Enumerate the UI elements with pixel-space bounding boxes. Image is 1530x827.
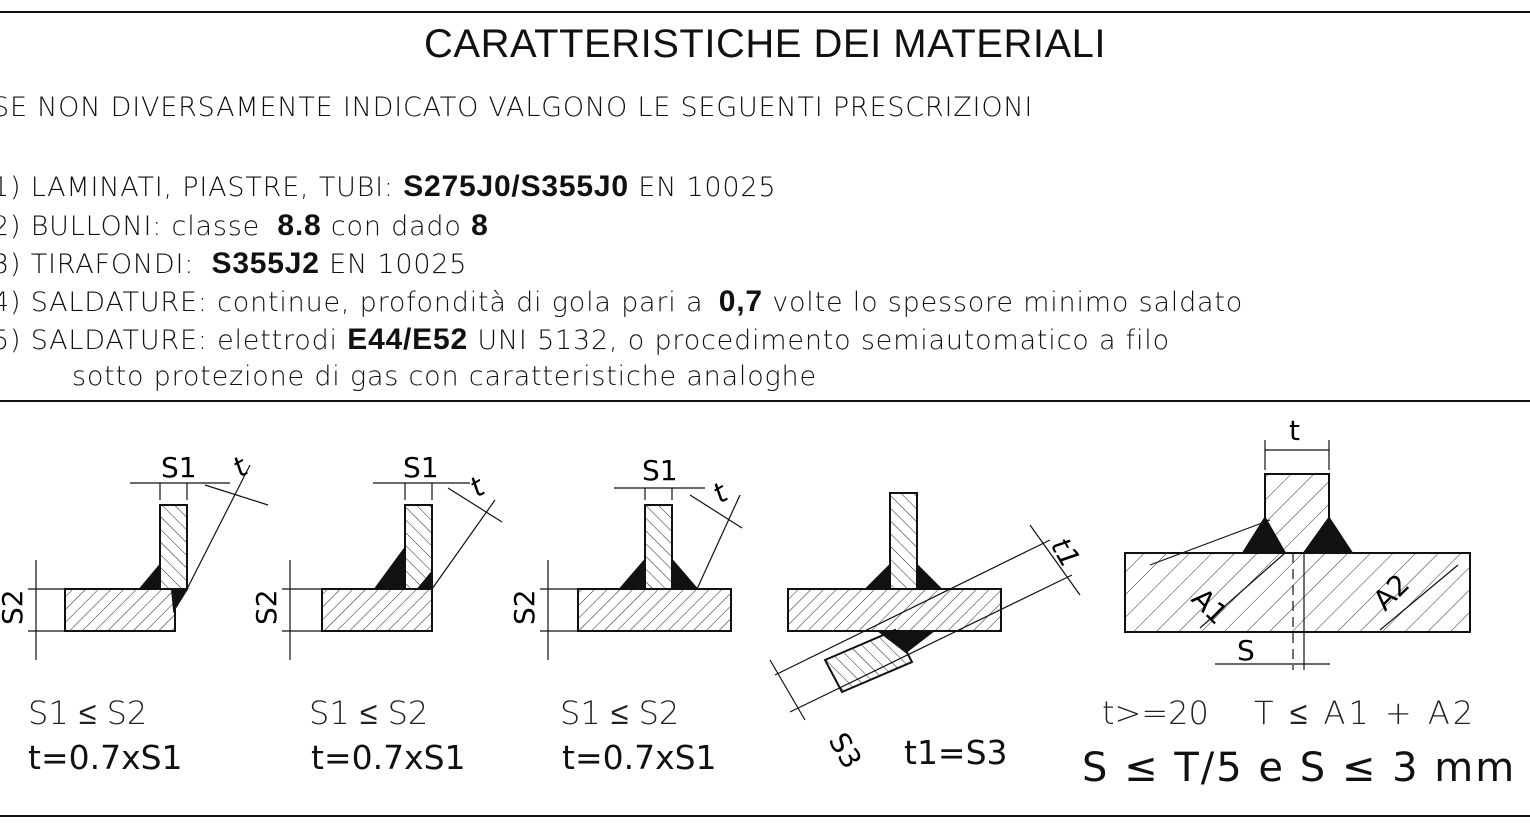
item-5-continuation: sotto protezione di gas con caratteristi…	[72, 361, 817, 392]
item-5-text: SALDATURE: elettrodi	[30, 325, 338, 356]
item-2-text-b: con dado	[330, 211, 462, 242]
item-2-num: 2)	[0, 211, 22, 242]
bottom-border	[0, 815, 1530, 817]
detail-4-formula: t1=S3	[904, 733, 1008, 772]
item-5-electrodes: E44/E52	[347, 323, 468, 356]
intro-text: SE NON DIVERSAMENTE INDICATO VALGONO LE …	[0, 92, 1034, 123]
detail-4	[769, 492, 1081, 721]
detail-3-rule: S1 ≤ S2	[560, 694, 680, 732]
item-5-text-b: UNI 5132, o procedimento semiautomatico …	[477, 325, 1170, 356]
detail-5-s: S	[1237, 634, 1255, 667]
item-4-num: 4)	[0, 287, 22, 318]
detail-5-weld-right	[1302, 516, 1354, 554]
item-4: 4) SALDATURE: continue, profondità di go…	[0, 285, 1243, 319]
detail-1-t: t	[227, 449, 254, 484]
detail-1	[28, 464, 269, 660]
detail-4-weld-bottom	[877, 631, 935, 654]
detail-3-plate	[577, 588, 732, 632]
detail-4-weld-right	[916, 562, 944, 590]
item-1-spec: S275J0/S355J0	[403, 170, 629, 203]
detail-5-weld-left	[1241, 516, 1287, 554]
section-divider	[0, 400, 1530, 402]
item-1-num: 1)	[0, 172, 22, 203]
item-3: 3) TIRAFONDI: S355J2 EN 10025	[0, 247, 467, 281]
item-4-factor: 0,7	[718, 285, 763, 318]
detail-5-rule-b: T ≤ A1 + A2	[1254, 694, 1477, 732]
item-3-spec: S355J2	[211, 247, 320, 280]
item-2-nut: 8	[471, 209, 489, 242]
detail-5-plate	[1124, 552, 1471, 633]
detail-1-rule: S1 ≤ S2	[28, 694, 148, 732]
detail-1-s2: S2	[0, 589, 29, 625]
item-3-norm: EN 10025	[329, 249, 468, 280]
item-2-text: BULLONI: classe	[30, 211, 260, 242]
item-3-text: TIRAFONDI:	[30, 249, 195, 280]
detail-1-s1: S1	[161, 451, 197, 484]
detail-2-weld-b	[415, 569, 433, 590]
item-4-text: SALDATURE: continue, profondità di gola …	[30, 287, 704, 318]
item-5-num: 5)	[0, 325, 22, 356]
detail-2-weld	[373, 544, 406, 590]
item-1-text: LAMINATI, PIASTRE, TUBI:	[30, 172, 394, 203]
detail-2	[282, 482, 503, 660]
detail-3-weld-left	[617, 557, 646, 590]
detail-5	[1124, 440, 1471, 670]
detail-1-formula: t=0.7xS1	[28, 738, 183, 777]
detail-3-s2: S2	[508, 589, 541, 625]
detail-3-formula: t=0.7xS1	[562, 738, 717, 777]
detail-3-weld-right	[671, 557, 700, 590]
item-3-num: 3)	[0, 249, 22, 280]
item-2: 2) BULLONI: classe 8.8 con dado 8	[0, 209, 489, 243]
detail-5-rule-a: t>=20	[1102, 694, 1209, 732]
detail-4-s3: S3	[822, 727, 868, 774]
detail-2-t: t	[464, 469, 491, 504]
detail-2-plate	[321, 588, 433, 632]
item-1-norm: EN 10025	[638, 172, 777, 203]
detail-1-weld	[137, 562, 161, 590]
detail-2-rule: S1 ≤ S2	[309, 694, 429, 732]
detail-2-s1: S1	[403, 451, 439, 484]
detail-4-web	[889, 492, 918, 590]
detail-4-t1: t1	[1044, 532, 1087, 573]
detail-2-s2: S2	[250, 589, 283, 625]
detail-1-weld-b	[170, 588, 189, 614]
item-4-text-b: volte lo spessore minimo saldato	[772, 287, 1244, 318]
detail-3-s1: S1	[642, 454, 678, 487]
top-border	[0, 11, 1530, 13]
item-2-class: 8.8	[277, 209, 322, 242]
detail-4-weld-left	[863, 562, 891, 590]
item-1: 1) LAMINATI, PIASTRE, TUBI: S275J0/S355J…	[0, 170, 776, 204]
detail-1-plate	[64, 588, 176, 632]
detail-3-web	[644, 504, 673, 590]
detail-1-web	[159, 504, 188, 590]
detail-4-brace	[823, 628, 914, 694]
page-title: CARATTERISTICHE DEI MATERIALI	[424, 22, 1106, 66]
detail-3-t: t	[707, 475, 734, 510]
detail-5-formula: S ≤ T/5 e S ≤ 3 mm	[1082, 745, 1517, 791]
detail-2-formula: t=0.7xS1	[311, 738, 466, 777]
detail-5-t: t	[1289, 414, 1300, 447]
detail-3	[540, 487, 743, 660]
item-5: 5) SALDATURE: elettrodi E44/E52 UNI 5132…	[0, 323, 1170, 357]
